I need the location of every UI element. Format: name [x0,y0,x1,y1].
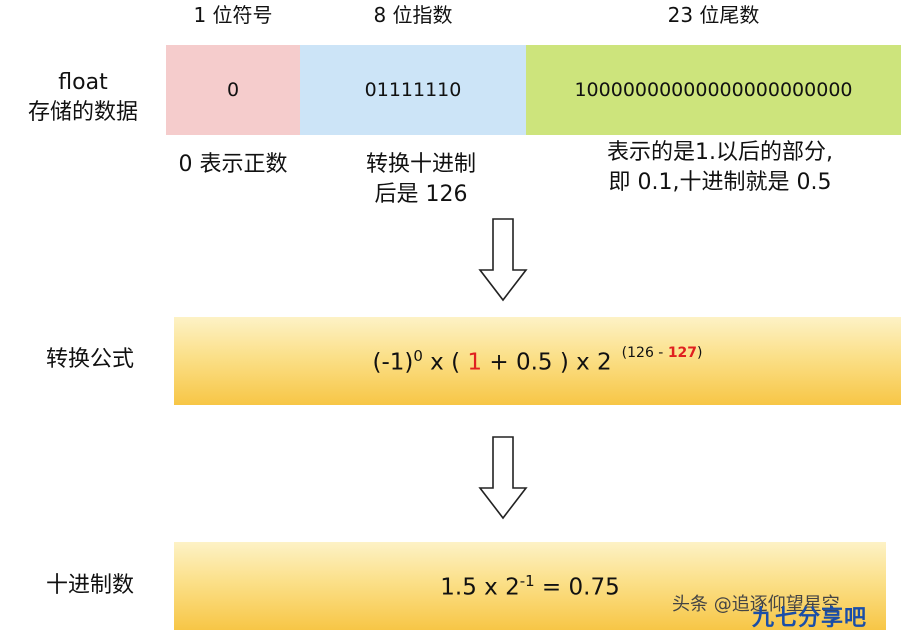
watermark-text: 头条 @追逐仰望星空 [672,594,840,615]
sign-bit-value: 0 [226,79,240,101]
formula-band: (-1)0 x ( 1 + 0.5 ) x 2 (126 - 127) [174,317,901,405]
formula-mid2: + 0.5 ) x 2 [482,349,612,376]
formula-bias: 127 [667,345,698,362]
formula-sign-power: 0 [413,346,423,365]
down-arrow-icon [478,218,528,302]
formula-expression: (-1)0 x ( 1 + 0.5 ) x 2 (126 - 127) [372,345,703,376]
decimal-band: 1.5 x 2-1 = 0.75 [174,542,886,630]
decimal-label: 十进制数 [45,573,134,598]
decimal-base: 1.5 x 2 [440,574,520,601]
mantissa-bits-segment: 10000000000000000000000 [526,45,901,135]
mantissa-note-line1: 表示的是1.以后的部分, [607,140,833,165]
mantissa-note: 表示的是1.以后的部分, 即 0.1,十进制就是 0.5 [540,138,900,198]
decimal-power: -1 [519,571,535,590]
formula-exponent: (126 - 127) [622,345,703,361]
formula-implicit-one: 1 [467,349,483,376]
formula-exp-close: ) [697,345,703,362]
float-label-line2: 存储的数据 [27,100,138,125]
down-arrow-icon [478,436,528,520]
exponent-bits-segment: 01111110 [300,45,526,135]
header-mantissa-bits: 23 位尾数 [667,3,760,27]
exponent-bits-value: 01111110 [364,79,462,101]
header-exponent-bits: 8 位指数 [373,3,453,27]
exponent-note-line2: 后是 126 [374,182,468,207]
exponent-note: 转换十进制 后是 126 [318,150,524,210]
sign-note: 0 表示正数 [178,152,288,177]
formula-mid1: x ( [422,349,468,376]
decimal-result: = 0.75 [534,574,620,601]
decimal-expression: 1.5 x 2-1 = 0.75 [440,572,619,601]
formula-exp-open: (126 - [621,345,668,362]
header-sign-bits: 1 位符号 [193,3,273,27]
float-label-line1: float [58,70,108,95]
watermark-logo: 九七分享吧 [752,606,868,631]
mantissa-note-line2: 即 0.1,十进制就是 0.5 [608,170,832,195]
exponent-note-line1: 转换十进制 [365,152,476,177]
mantissa-bits-value: 10000000000000000000000 [574,79,853,101]
sign-bit-segment: 0 [166,45,300,135]
formula-open: (-1) [372,349,414,376]
formula-label: 转换公式 [45,347,134,372]
float-label: float 存储的数据 [4,68,162,128]
